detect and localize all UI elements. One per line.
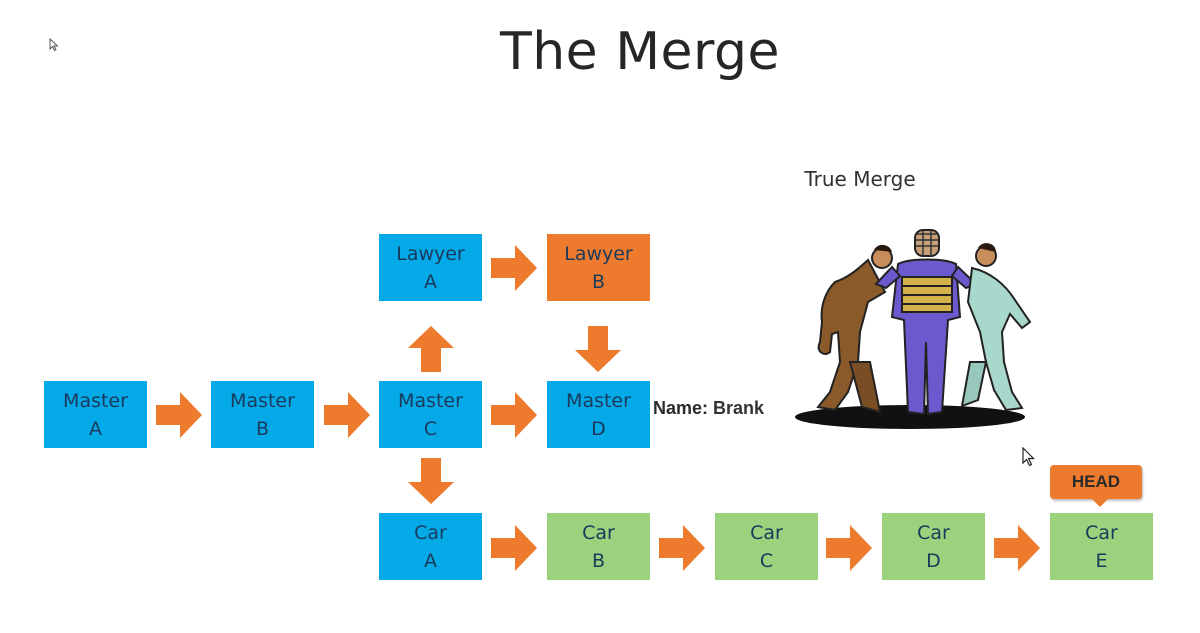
node-car-d-line2: D bbox=[926, 549, 941, 572]
node-car-c-line2: C bbox=[759, 549, 774, 572]
name-label: Name: Brank bbox=[653, 398, 764, 419]
node-car-a-line2: A bbox=[424, 549, 437, 572]
node-master-a-line2: A bbox=[89, 417, 102, 440]
node-lawyer-b-line1: Lawyer bbox=[564, 242, 633, 265]
node-lawyer-b: Lawyer B bbox=[547, 234, 650, 301]
node-car-b-line1: Car bbox=[582, 521, 615, 544]
node-master-d: Master D bbox=[547, 381, 650, 448]
name-key: Name: bbox=[653, 398, 709, 418]
node-lawyer-b-line2: B bbox=[591, 270, 606, 293]
node-lawyer-a: Lawyer A bbox=[379, 234, 482, 301]
arrow-right-icon bbox=[491, 525, 537, 571]
node-master-c-line1: Master bbox=[398, 389, 463, 412]
node-master-c-line2: C bbox=[423, 417, 438, 440]
node-lawyer-a-line2: A bbox=[424, 270, 437, 293]
node-car-b-line2: B bbox=[591, 549, 606, 572]
node-master-a: Master A bbox=[44, 381, 147, 448]
node-master-d-line1: Master bbox=[566, 389, 631, 412]
node-car-d: Car D bbox=[882, 513, 985, 580]
arrow-right-icon bbox=[324, 392, 370, 438]
arrow-right-icon bbox=[826, 525, 872, 571]
slide-title: The Merge bbox=[499, 22, 781, 82]
head-pointer-badge: HEAD bbox=[1050, 465, 1142, 507]
node-master-a-line1: Master bbox=[63, 389, 128, 412]
merge-illustration-icon bbox=[795, 229, 1032, 429]
arrow-right-icon bbox=[994, 525, 1040, 571]
node-master-b-line1: Master bbox=[230, 389, 295, 412]
node-car-a-line1: Car bbox=[414, 521, 447, 544]
arrow-right-icon bbox=[156, 392, 202, 438]
node-lawyer-a-line1: Lawyer bbox=[396, 242, 465, 265]
node-master-d-line2: D bbox=[591, 417, 606, 440]
node-master-b: Master B bbox=[211, 381, 314, 448]
arrow-right-icon bbox=[491, 392, 537, 438]
node-car-e-line1: Car bbox=[1085, 521, 1118, 544]
arrow-up-icon bbox=[408, 326, 454, 372]
node-master-b-line2: B bbox=[255, 417, 270, 440]
arrow-right-icon bbox=[491, 245, 537, 291]
node-car-c: Car C bbox=[715, 513, 818, 580]
node-car-b: Car B bbox=[547, 513, 650, 580]
node-master-c: Master C bbox=[379, 381, 482, 448]
node-car-a: Car A bbox=[379, 513, 482, 580]
true-merge-label: True Merge bbox=[804, 167, 916, 191]
arrow-right-icon bbox=[659, 525, 705, 571]
mouse-cursor-icon bbox=[49, 38, 59, 52]
node-car-e-line2: E bbox=[1095, 549, 1108, 572]
arrow-down-icon bbox=[408, 458, 454, 504]
mouse-cursor-icon bbox=[1022, 447, 1035, 467]
node-car-c-line1: Car bbox=[750, 521, 783, 544]
arrow-down-icon bbox=[575, 326, 621, 372]
node-car-e: Car E bbox=[1050, 513, 1153, 580]
name-value: Brank bbox=[713, 398, 765, 418]
node-car-d-line1: Car bbox=[917, 521, 950, 544]
